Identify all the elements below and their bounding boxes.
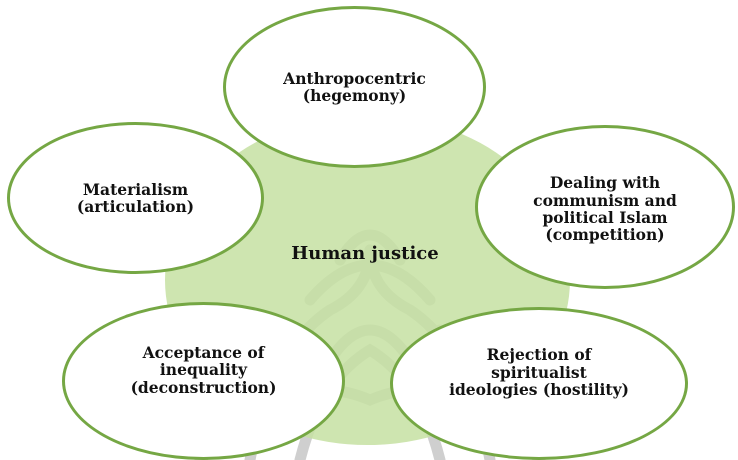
node-dealing-with-communism-label: Dealing with communism and political Isl… bbox=[533, 173, 677, 245]
node-anthropocentric-label: Anthropocentric (hegemony) bbox=[283, 68, 426, 105]
node-acceptance-of-inequality-label: Acceptance of inequality (deconstruction… bbox=[130, 342, 277, 397]
center-label: Human justice bbox=[291, 243, 439, 264]
node-materialism: Materialism (articulation) bbox=[7, 122, 264, 274]
node-materialism-label: Materialism (articulation) bbox=[76, 179, 195, 216]
node-rejection-of-spiritualist-label: Rejection of spiritualist ideologies (ho… bbox=[449, 345, 629, 400]
node-dealing-with-communism: Dealing with communism and political Isl… bbox=[475, 125, 735, 289]
node-acceptance-of-inequality: Acceptance of inequality (deconstruction… bbox=[62, 302, 345, 460]
node-rejection-of-spiritualist: Rejection of spiritualist ideologies (ho… bbox=[390, 307, 688, 460]
node-anthropocentric: Anthropocentric (hegemony) bbox=[223, 6, 486, 168]
